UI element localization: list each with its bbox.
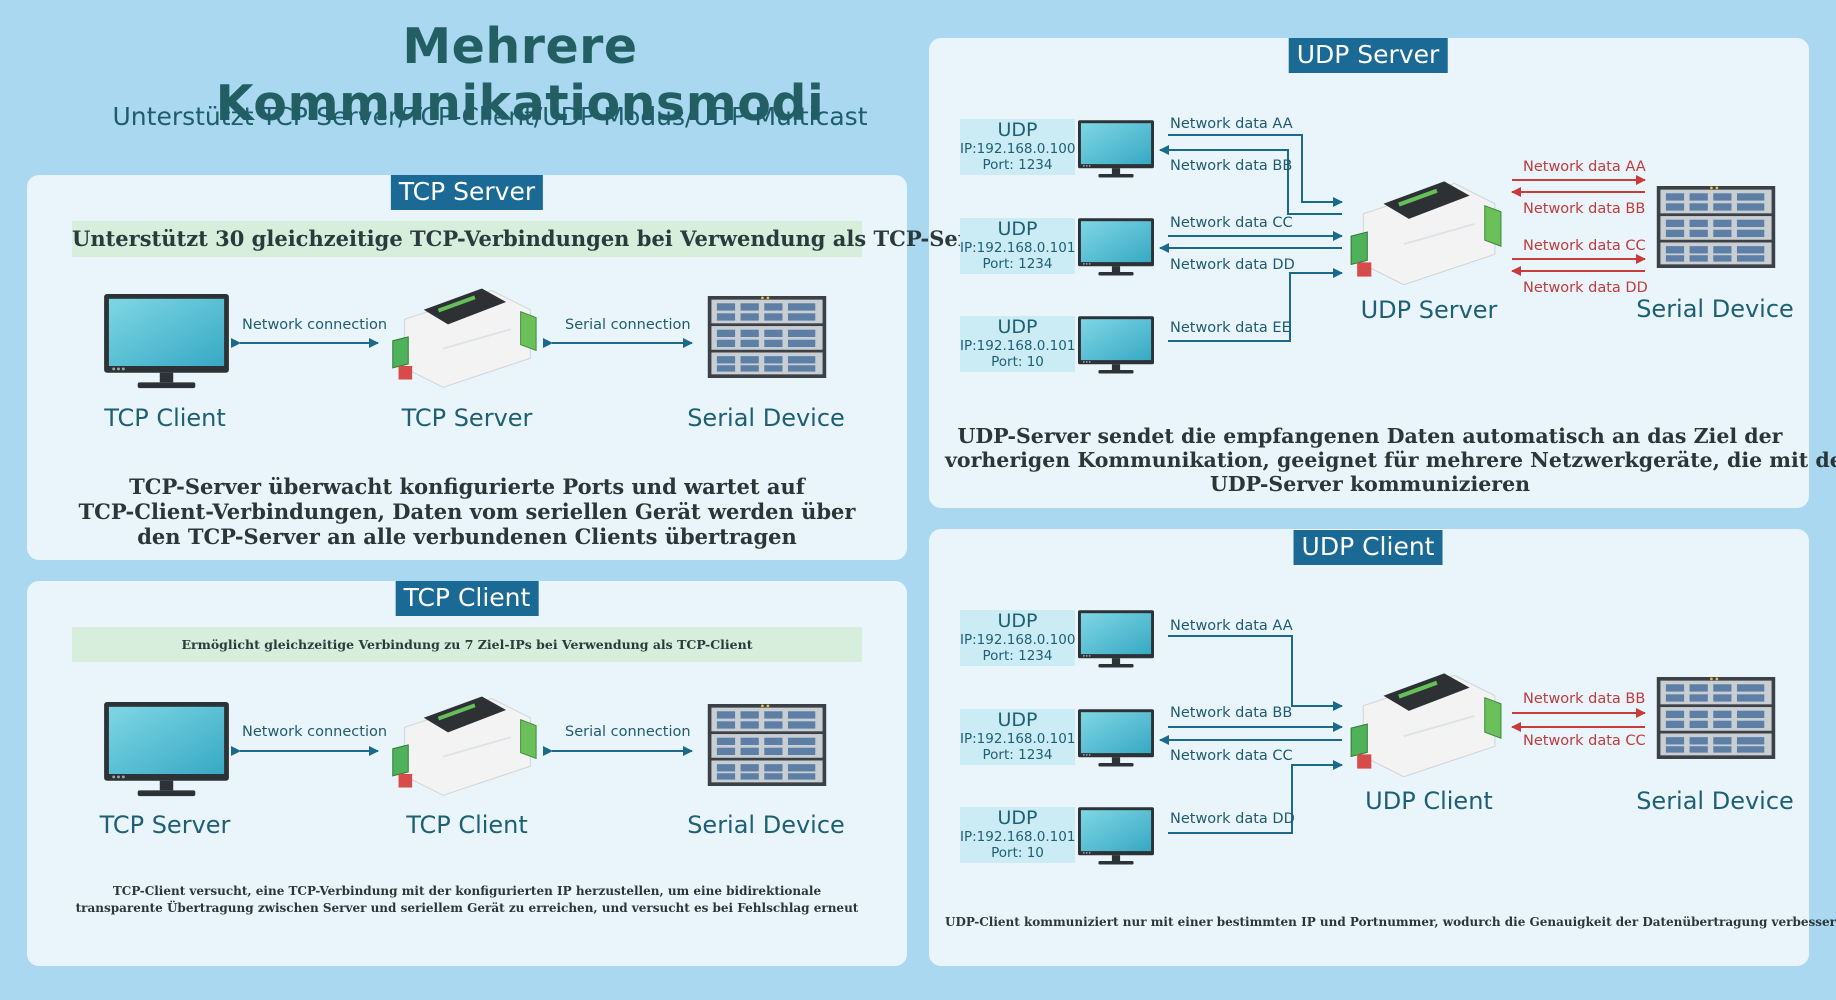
udp-host-ip: IP:192.168.0.100 [960,632,1076,648]
udp-host-port: Port: 1234 [982,157,1053,173]
desc-line: UDP-Server kommunizieren [1209,472,1531,496]
tcp-server-edge-network: Network connection [242,317,388,333]
udp-host-label: UDP [997,218,1038,240]
monitor-icon [1078,316,1154,374]
monitor-icon [1078,218,1154,276]
tcp-server-node-client: TCP Client [104,404,226,432]
udp-host-label: UDP [997,807,1038,829]
tcp-client-band: Ermöglicht gleichzeitige Verbindung zu 7… [72,627,862,662]
desc-line: TCP-Client versucht, eine TCP-Verbindung… [112,884,822,898]
udp-host-box: UDP IP:192.168.0.101 Port: 1234 [960,218,1075,274]
desc-line: TCP-Client-Verbindungen, Daten vom serie… [78,499,856,524]
server-rack-icon [707,704,827,786]
udp-client-line-aa [1168,635,1343,711]
udp-server-net-label: Network data DD [1170,257,1295,273]
desc-line: transparente Übertragung zwischen Server… [75,901,859,915]
tcp-client-node-serial: Serial Device [687,811,845,839]
desc-line: den TCP-Server an alle verbundenen Clien… [137,524,797,549]
tcp-client-node-client: TCP Client [406,811,528,839]
udp-client-serial-label: Network data BB [1523,691,1646,707]
udp-server-node-server: UDP Server [1360,296,1498,324]
tcp-client-node-server: TCP Server [99,811,231,839]
udp-server-net-label: Network data EE [1170,320,1291,336]
udp-host-label: UDP [997,316,1038,338]
udp-client-net-label: Network data DD [1170,811,1295,827]
udp-server-serial-label: Network data DD [1523,280,1648,296]
page-title: Mehrere Kommunikationsmodi [215,18,825,132]
tcp-client-edge-serial: Serial connection [565,724,691,740]
page-subtitle: Unterstützt TCP-Server/TCP-Client/UDP-Mo… [112,102,868,131]
desc-line: TCP-Server überwacht konfigurierte Ports… [129,474,805,499]
udp-host-ip: IP:192.168.0.101 [960,829,1076,845]
udp-client-net-label: Network data AA [1170,618,1293,634]
udp-server-description: UDP-Server sendet die empfangenen Daten … [945,424,1836,496]
udp-host-port: Port: 1234 [982,648,1053,664]
tcp-client-description: TCP-Client versucht, eine TCP-Verbindung… [60,883,874,917]
udp-client-title: UDP Client [1293,530,1443,565]
monitor-icon [104,294,229,389]
desc-line: vorherigen Kommunikation, geeignet für m… [945,448,1836,472]
udp-host-box: UDP IP:192.168.0.101 Port: 1234 [960,709,1075,765]
udp-host-ip: IP:192.168.0.101 [960,338,1076,354]
udp-server-net-label: Network data CC [1170,215,1293,231]
server-rack-icon [1656,186,1776,268]
udp-client-description: UDP-Client kommuniziert nur mit einer be… [945,915,1836,929]
udp-host-port: Port: 10 [991,354,1044,370]
converter-device-icon [391,287,538,389]
udp-server-line-ee [1168,268,1343,342]
udp-server-line-aa [1168,134,1343,207]
udp-host-port: Port: 10 [991,845,1044,861]
udp-host-ip: IP:192.168.0.101 [960,240,1076,256]
converter-device-icon [391,695,538,797]
tcp-server-edge-serial: Serial connection [565,317,691,333]
monitor-icon [1078,610,1154,668]
udp-client-node-serial: Serial Device [1636,787,1794,815]
udp-host-box: UDP IP:192.168.0.100 Port: 1234 [960,119,1075,175]
tcp-server-title: TCP Server [390,175,544,210]
udp-client-net-label: Network data BB [1170,705,1293,721]
udp-host-label: UDP [997,119,1038,141]
monitor-icon [1078,807,1154,865]
tcp-client-title: TCP Client [395,581,539,616]
udp-client-net-label: Network data CC [1170,748,1293,764]
tcp-client-edge-network: Network connection [242,724,388,740]
converter-device-icon [1350,180,1503,286]
tcp-server-node-serial: Serial Device [687,404,845,432]
server-rack-icon [1656,677,1776,759]
udp-host-ip: IP:192.168.0.101 [960,731,1076,747]
tcp-server-description: TCP-Server überwacht konfigurierte Ports… [60,474,874,549]
udp-server-line-bb [1159,145,1342,215]
tcp-server-node-server: TCP Server [401,404,533,432]
udp-host-port: Port: 1234 [982,256,1053,272]
udp-server-node-serial: Serial Device [1636,295,1794,323]
monitor-icon [1078,120,1154,178]
converter-device-icon [1350,672,1503,778]
udp-server-serial-label: Network data BB [1523,201,1646,217]
udp-host-port: Port: 1234 [982,747,1053,763]
tcp-server-band: Unterstützt 30 gleichzeitige TCP-Verbind… [72,221,1005,257]
udp-server-net-label: Network data BB [1170,158,1293,174]
server-rack-icon [707,296,827,378]
desc-line: UDP-Server sendet die empfangenen Daten … [957,424,1783,448]
udp-client-serial-label: Network data CC [1523,733,1646,749]
udp-host-box: UDP IP:192.168.0.100 Port: 1234 [960,610,1075,666]
udp-host-label: UDP [997,709,1038,731]
udp-host-box: UDP IP:192.168.0.101 Port: 10 [960,807,1075,863]
udp-client-line-dd [1168,760,1343,834]
udp-server-serial-label: Network data AA [1523,159,1646,175]
udp-client-node-client: UDP Client [1365,787,1493,815]
udp-host-label: UDP [997,610,1038,632]
monitor-icon [104,702,229,797]
udp-host-box: UDP IP:192.168.0.101 Port: 10 [960,316,1075,372]
monitor-icon [1078,709,1154,767]
udp-server-net-label: Network data AA [1170,116,1293,132]
udp-server-title: UDP Server [1288,38,1448,73]
udp-server-serial-label: Network data CC [1523,238,1646,254]
udp-host-ip: IP:192.168.0.100 [960,141,1076,157]
